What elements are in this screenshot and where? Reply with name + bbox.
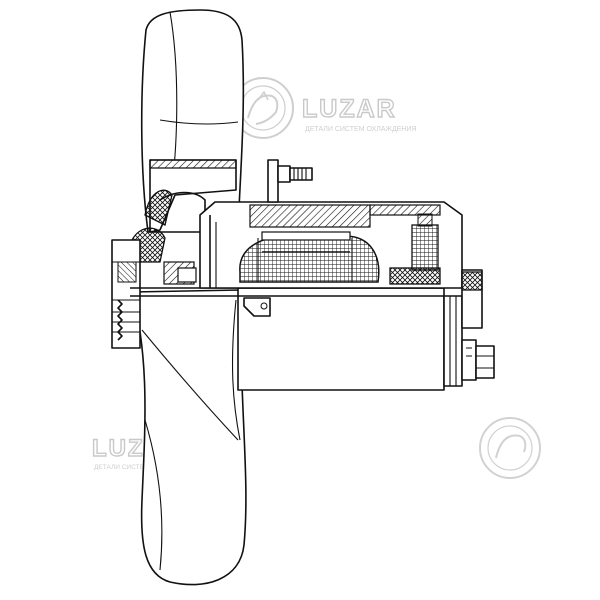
clutch-housing <box>130 287 463 391</box>
bearing <box>163 213 441 285</box>
fan-blade-lower <box>131 289 247 586</box>
mounting-bolt <box>267 159 313 203</box>
pulley <box>111 239 141 349</box>
dragon-emblem-icon-right <box>479 417 541 479</box>
electrical-connector <box>461 269 495 381</box>
tagline-watermark-text: ДЕТАЛИ СИСТЕМ ОХЛАЖДЕНИЯ <box>305 126 417 133</box>
brand-watermark-text: LUZAR <box>302 95 397 123</box>
hub-bracket <box>243 297 271 317</box>
electromagnetic-coil <box>239 231 380 283</box>
watermark-top: LUZAR ДЕТАЛИ СИСТЕМ ОХЛАЖДЕНИЯ <box>232 77 417 139</box>
